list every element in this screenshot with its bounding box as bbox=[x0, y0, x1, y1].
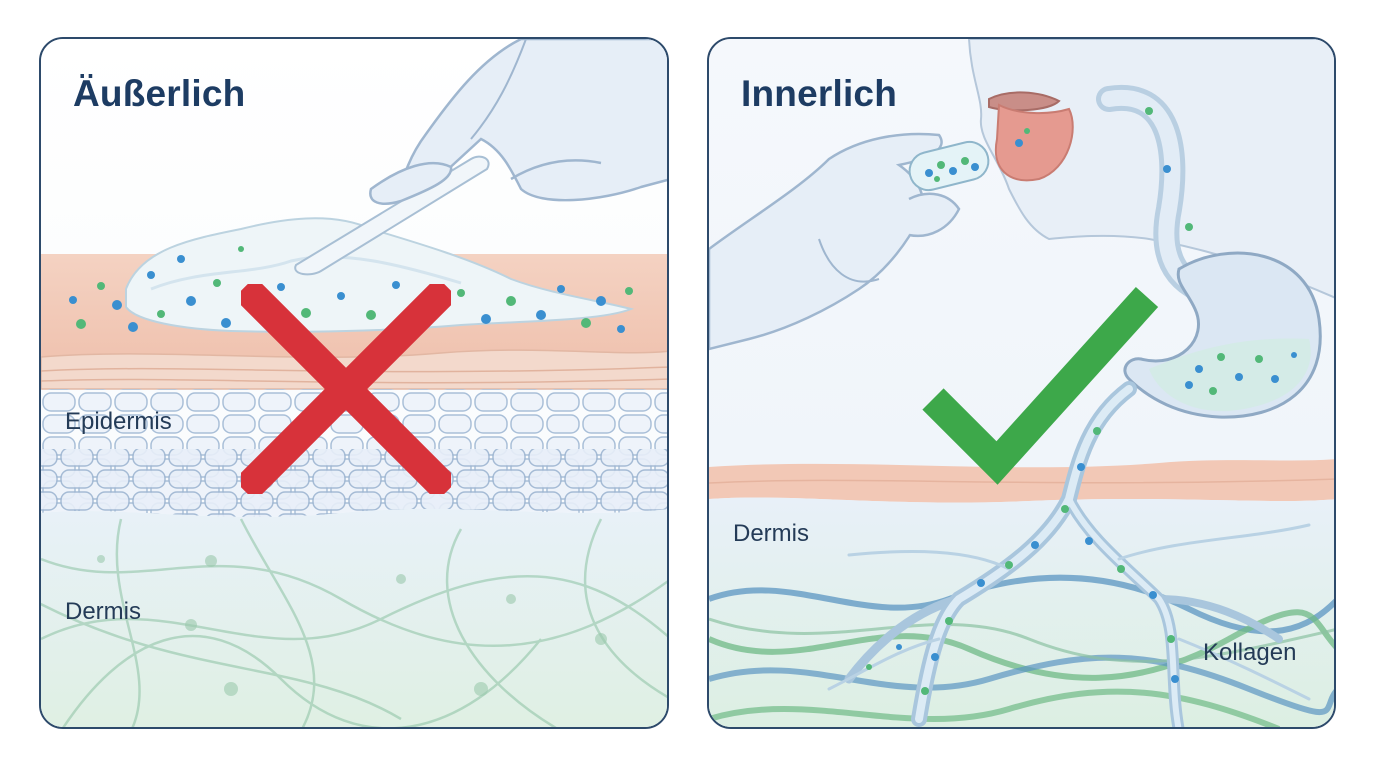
panel-title-external: Äußerlich bbox=[73, 73, 246, 114]
hand-with-capsule bbox=[709, 132, 943, 351]
label-epidermis: Epidermis bbox=[65, 408, 172, 435]
panel-title-internal: Innerlich bbox=[741, 73, 897, 114]
capsule bbox=[908, 140, 990, 192]
panel-internal: Innerlich Dermis Kollagen bbox=[707, 37, 1336, 729]
internal-intake-illustration bbox=[709, 39, 1334, 727]
collagen-fibers bbox=[709, 574, 1334, 727]
panel-external: Äußerlich Epidermis Dermis bbox=[39, 37, 669, 729]
dermis-fibers bbox=[41, 518, 667, 727]
spatula bbox=[294, 155, 490, 276]
vessel-particles bbox=[866, 427, 1179, 695]
skin-surface-layer bbox=[709, 459, 1334, 503]
cream-particles bbox=[69, 246, 633, 333]
green-check-icon bbox=[922, 286, 1159, 485]
label-dermis-right: Dermis bbox=[733, 520, 809, 547]
tongue bbox=[994, 103, 1074, 182]
label-collagen: Kollagen bbox=[1203, 639, 1297, 666]
stomach-particles bbox=[1185, 352, 1297, 395]
label-dermis-left: Dermis bbox=[65, 598, 141, 625]
blood-vessels bbox=[827, 381, 1311, 727]
red-cross-icon bbox=[241, 284, 451, 494]
